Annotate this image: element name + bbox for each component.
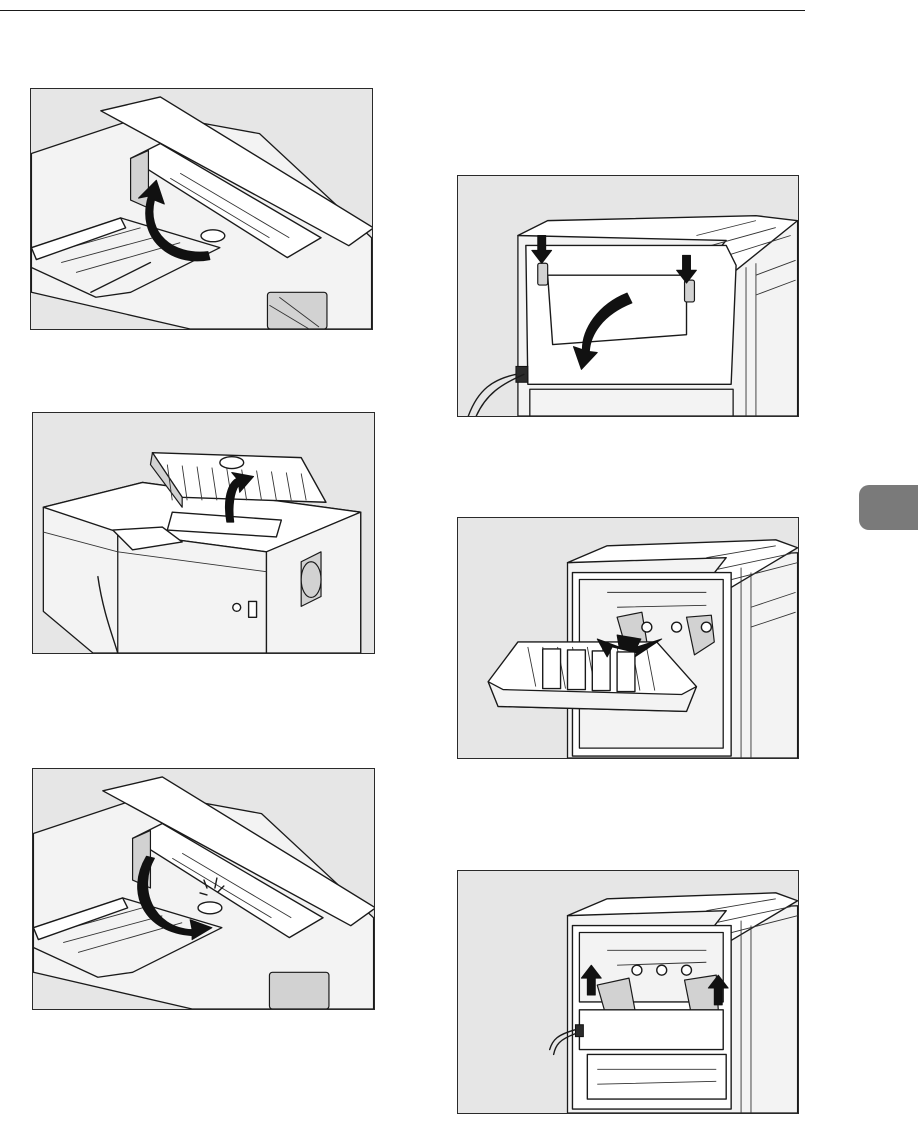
figure-duplex-guide <box>457 517 799 759</box>
printer-illustration <box>31 89 372 329</box>
printer-illustration <box>33 413 374 653</box>
printer-illustration <box>33 769 374 1009</box>
figure-top-cover-close <box>32 768 375 1010</box>
figure-fuser-levers <box>457 870 799 1114</box>
printer-illustration <box>458 518 798 758</box>
figure-top-cover-open <box>30 88 373 330</box>
printer-illustration <box>458 176 798 416</box>
figure-paper-guide <box>32 412 375 654</box>
section-tab <box>859 485 918 530</box>
printer-illustration <box>458 871 798 1113</box>
figure-rear-cover-open <box>457 175 799 417</box>
header-rule <box>0 10 805 11</box>
